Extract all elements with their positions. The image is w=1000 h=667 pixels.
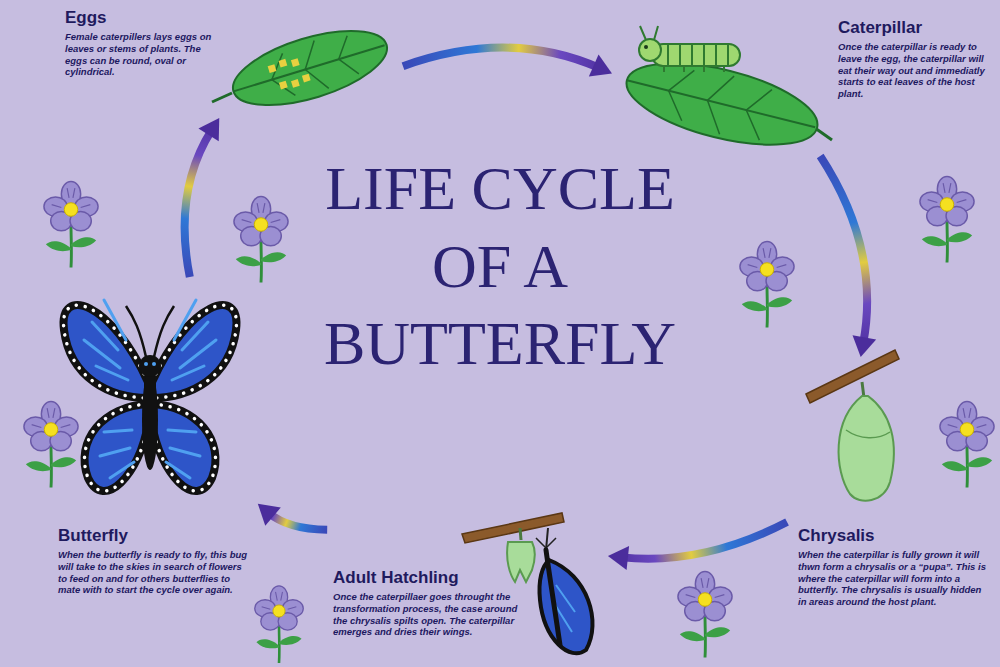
- arrow-head: [853, 335, 877, 357]
- cycle-arrow: [185, 118, 220, 277]
- stage-node: ButterflyWhen the butterfly is ready to …: [55, 280, 255, 650]
- stage-text: ChrysalisWhen the caterpillar is fully g…: [798, 526, 986, 607]
- cycle-arrow: [258, 504, 327, 530]
- stage-heading: Caterpillar: [838, 18, 988, 38]
- chrysalis: [806, 350, 899, 501]
- stage-node: Adult HatchlingOnce the caterpillaer goe…: [330, 500, 605, 665]
- title: LIFE CYCLE OF A BUTTERFLY: [280, 150, 720, 383]
- cycle-arrow: [820, 156, 876, 357]
- stage-node: EggsFemale caterpillers lays eggs on lea…: [60, 5, 400, 115]
- egg-leaf: [212, 16, 395, 120]
- arrow-line: [185, 130, 212, 277]
- stage-description: Once the caterpillar is ready to leave t…: [838, 41, 988, 99]
- stage-heading: Butterfly: [58, 526, 253, 546]
- stage-description: Once the caterpillaer goes throught the …: [333, 591, 528, 637]
- arrow-line: [622, 522, 787, 559]
- stage-heading: Eggs: [65, 8, 217, 28]
- caterpillar-leaf: [619, 26, 832, 161]
- cycle-arrow: [403, 48, 612, 77]
- stage-description: When the caterpillar is fully grown it w…: [798, 549, 986, 607]
- cycle-arrow: [608, 522, 787, 570]
- arrow-head: [608, 546, 629, 570]
- stage-node: CaterpillarOnce the caterpillar is ready…: [615, 8, 995, 153]
- stage-text: EggsFemale caterpillers lays eggs on lea…: [65, 8, 217, 78]
- stage-heading: Adult Hatchling: [333, 568, 528, 588]
- stage-text: CaterpillarOnce the caterpillar is ready…: [838, 18, 988, 99]
- arrow-head: [589, 55, 612, 77]
- stage-text: ButterflyWhen the butterfly is ready to …: [58, 526, 253, 596]
- stage-node: ChrysalisWhen the caterpillar is fully g…: [790, 360, 990, 645]
- arrow-line: [403, 48, 599, 68]
- arrow-head: [258, 504, 281, 526]
- arrow-line: [820, 156, 867, 343]
- hatchling: [462, 513, 592, 653]
- caterpillar: [639, 26, 740, 72]
- stage-description: When the butterfly is ready to fly, this…: [58, 549, 253, 595]
- arrow-line: [268, 513, 327, 530]
- arrow-head: [198, 118, 219, 141]
- stage-heading: Chrysalis: [798, 526, 986, 546]
- stage-description: Female caterpillers lays eggs on leaves …: [65, 31, 217, 77]
- butterfly: [64, 300, 237, 491]
- title-box: LIFE CYCLE OF A BUTTERFLY: [280, 150, 720, 383]
- stage-text: Adult HatchlingOnce the caterpillaer goe…: [333, 568, 528, 638]
